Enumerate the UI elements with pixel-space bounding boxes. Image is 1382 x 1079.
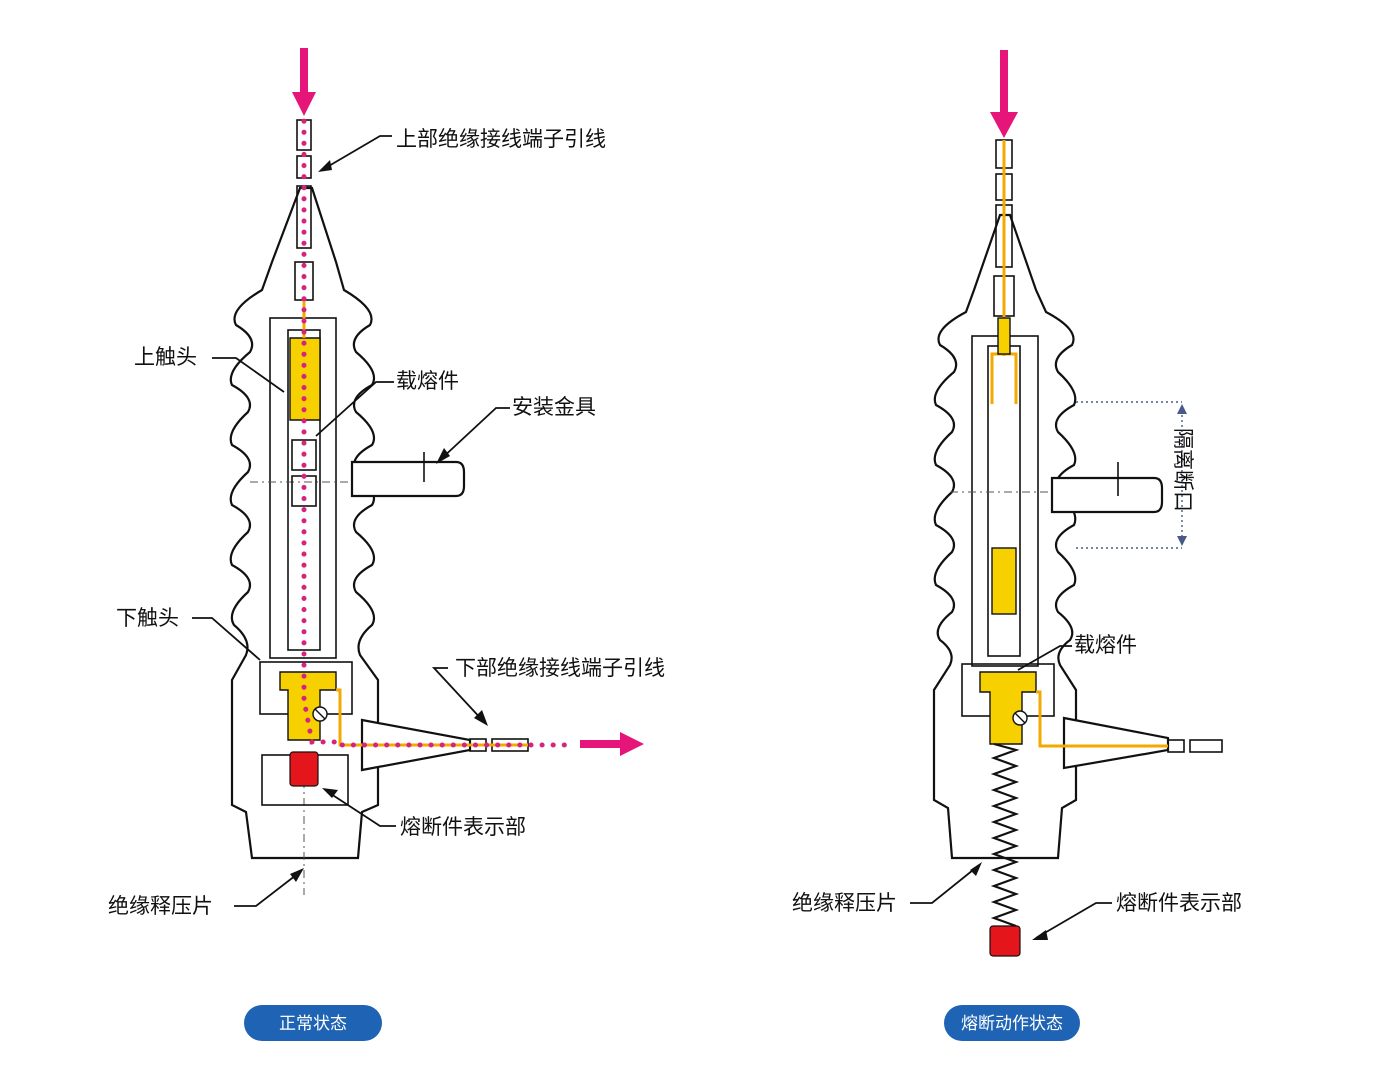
current-in-arrow [292,48,316,116]
blown-state-fuse [910,50,1223,957]
current-path [301,107,573,748]
label-lower-contact: 下触头 [116,606,179,630]
status-badge-normal: 正常状态 [244,1005,382,1041]
fuse-carrier-dropped [991,547,1017,615]
mounting-bracket [350,460,466,498]
svg-text:熔断动作状态: 熔断动作状态 [961,1014,1063,1034]
label-mount: 安装金具 [512,395,596,419]
label-relief-blown: 绝缘释压片 [792,891,897,915]
ejected-spring [990,742,1020,928]
lower-contact [279,671,337,741]
label-lower-lead: 下部绝缘接线端子引线 [455,656,665,680]
status-badge-blown: 熔断动作状态 [944,1005,1080,1041]
label-upper-lead: 上部绝缘接线端子引线 [396,127,606,151]
label-indicator-blown: 熔断件表示部 [1116,891,1242,915]
label-upper-contact: 上触头 [134,345,197,369]
lower-contact [979,671,1037,745]
fuse-indicator [289,751,319,787]
label-relief: 绝缘释压片 [108,894,213,918]
label-indicator: 熔断件表示部 [400,815,526,839]
svg-text:正常状态: 正常状态 [279,1014,347,1034]
fuse-indicator [989,925,1021,957]
normal-state-fuse [192,48,644,907]
current-out-arrow [580,732,644,756]
current-in-arrow [990,50,1018,138]
label-fuse-carrier-blown: 载熔件 [1074,633,1137,657]
label-fuse-carrier: 载熔件 [396,369,459,393]
label-isolation-gap: 隔离断口 [1171,428,1195,512]
upper-contact [289,337,321,421]
